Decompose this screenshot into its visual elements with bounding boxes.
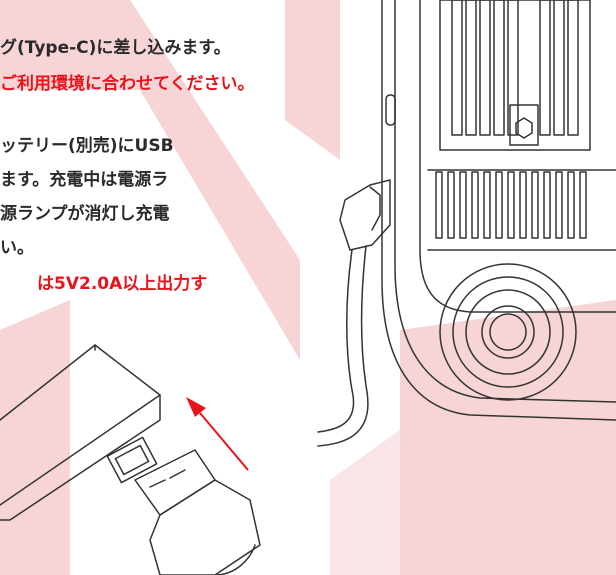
warning-line-2: は5V2.0A以上出力す xyxy=(37,274,208,294)
usb-c-plug xyxy=(317,179,391,447)
fan-intake xyxy=(439,263,577,401)
power-bank xyxy=(0,344,161,521)
grille-top xyxy=(439,0,591,151)
fan-device xyxy=(317,0,616,447)
instruction-line-5: 源ランプが消灯し充電 xyxy=(0,204,170,224)
insert-arrow xyxy=(186,397,249,471)
instruction-line-6: い。 xyxy=(0,238,34,258)
usb-a-cable xyxy=(134,449,261,575)
grille-bottom xyxy=(427,169,616,251)
instruction-line-1: グ(Type-C)に差し込みます。 xyxy=(0,38,231,58)
instruction-line-3: ッテリー(別売)にUSB xyxy=(0,136,174,156)
warning-line-1: ご利用環境に合わせてください。 xyxy=(0,74,255,94)
instruction-line-4: ます。充電中は電源ラ xyxy=(0,170,169,190)
side-button xyxy=(385,94,396,126)
